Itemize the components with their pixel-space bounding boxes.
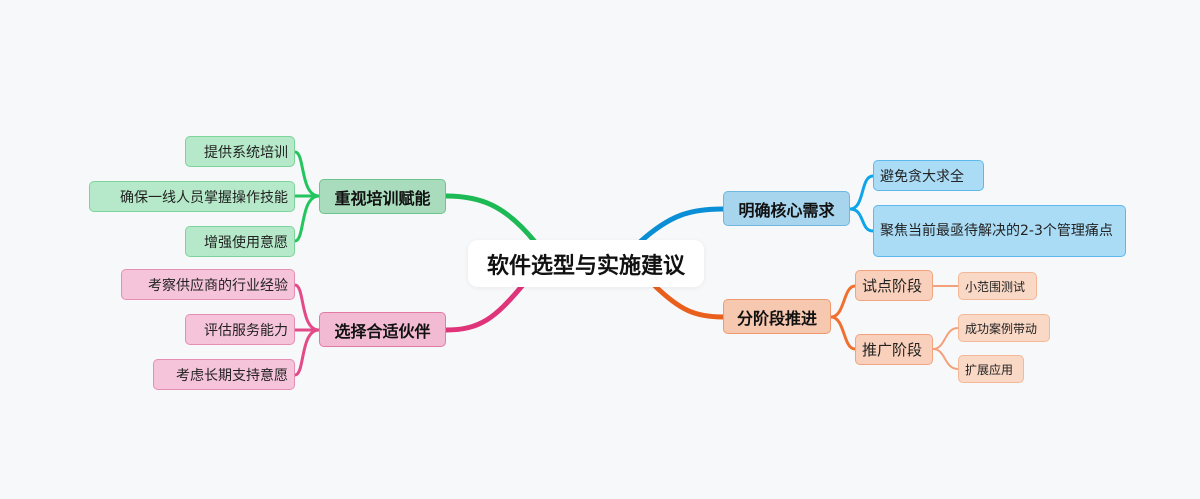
topic-pilot[interactable]: 试点阶段	[855, 270, 933, 301]
branch-phases[interactable]: 分阶段推进	[723, 299, 831, 334]
link-partner-children	[293, 283, 321, 377]
topic-needs-2[interactable]: 聚焦当前最亟待解决的2-3个管理痛点	[873, 205, 1126, 257]
link-training-children	[293, 150, 321, 243]
link-root-training	[443, 193, 538, 245]
link-rollout-children	[932, 327, 959, 370]
link-root-phases	[652, 283, 726, 320]
topic-partner-3[interactable]: 考虑长期支持意愿	[153, 359, 295, 390]
topic-training-3[interactable]: 增强使用意愿	[185, 226, 295, 257]
topic-training-1[interactable]: 提供系统培训	[185, 136, 295, 167]
branch-training[interactable]: 重视培训赋能	[319, 179, 446, 214]
topic-pilot-1[interactable]: 小范围测试	[958, 272, 1037, 300]
topic-rollout-2[interactable]: 扩展应用	[958, 355, 1024, 383]
topic-partner-1[interactable]: 考察供应商的行业经验	[121, 269, 295, 300]
topic-rollout-1[interactable]: 成功案例带动	[958, 314, 1050, 342]
branch-partner[interactable]: 选择合适伙伴	[319, 312, 446, 347]
branch-needs[interactable]: 明确核心需求	[723, 191, 850, 226]
topic-needs-1[interactable]: 避免贪大求全	[873, 160, 984, 191]
link-root-partner	[443, 283, 525, 333]
topic-partner-2[interactable]: 评估服务能力	[185, 314, 295, 345]
link-phases-children	[829, 284, 857, 351]
topic-rollout[interactable]: 推广阶段	[855, 334, 933, 365]
link-needs-children	[848, 174, 875, 233]
topic-training-2[interactable]: 确保一线人员掌握操作技能	[89, 181, 295, 212]
link-root-needs	[637, 206, 726, 245]
root-topic[interactable]: 软件选型与实施建议	[468, 240, 704, 287]
